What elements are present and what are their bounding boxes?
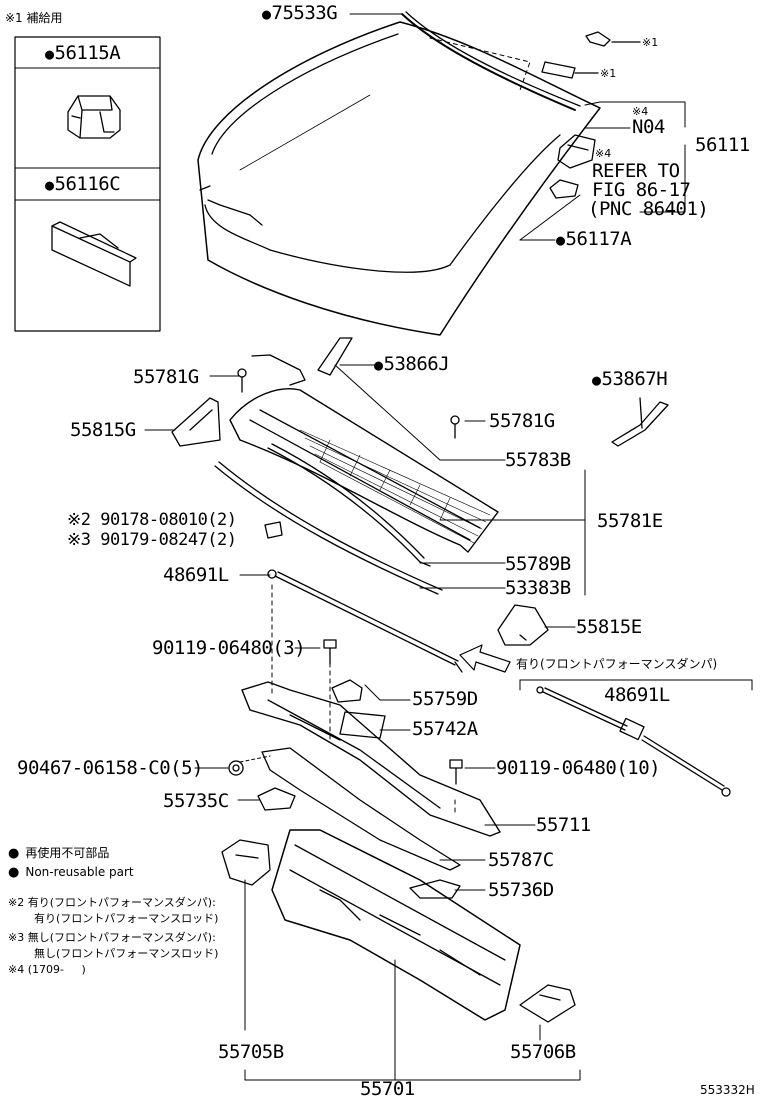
bracket-55705B-drawing — [221, 839, 271, 886]
pad-55742A-drawing — [339, 711, 386, 739]
label-55705B: 55705B — [218, 1041, 284, 1063]
figure-id: 553332H — [700, 1083, 755, 1097]
label-55706B: 55706B — [510, 1041, 576, 1063]
note-2-line1: ※2 有り(フロントパフォーマンスダンパ): — [8, 896, 216, 909]
label-55789B: 55789B — [505, 553, 571, 575]
damper-48691L-drawing — [536, 686, 731, 797]
seal-55789B-drawing — [267, 443, 431, 567]
note-2-line2: 有り(フロントパフォーマンスロッド) — [34, 912, 219, 925]
label-55759D: 55759D — [412, 688, 478, 710]
bracket-55759D-drawing — [331, 679, 363, 703]
dash-panel-55701-drawing — [271, 829, 521, 1021]
label-53867H: 53867H — [592, 370, 668, 389]
bracket-55736D-drawing — [409, 879, 461, 899]
panel-55787C-drawing — [261, 747, 461, 871]
label-N04: N04 — [632, 116, 665, 138]
rod-48691L-drawing — [267, 569, 463, 673]
clip-56115A-drawing — [67, 95, 121, 139]
label-note2: ※2 90178-08010(2) — [67, 510, 237, 530]
leader-lines — [144, 194, 753, 1081]
note-3-line1: ※3 無し(フロントパフォーマンスダンパ): — [8, 931, 216, 944]
legend-box — [14, 36, 161, 332]
label-refer-line1: REFER TO — [592, 160, 680, 182]
label-56117A: 56117A — [556, 230, 632, 249]
label-53866J: 53866J — [374, 355, 450, 374]
label-53383B: 53383B — [505, 577, 571, 599]
label-90119-10: 90119-06480(10) — [496, 757, 661, 779]
bracket-55735C-drawing — [257, 787, 296, 811]
cowl-louver-55781E-drawing — [229, 354, 499, 553]
panel-55815G-drawing — [171, 397, 221, 447]
cowl-panel-55711-drawing — [241, 681, 501, 837]
label-56111: 56111 — [695, 134, 750, 156]
label-48691L-2: 48691L — [604, 684, 670, 706]
note-reuse-en: Non-reusable part — [8, 866, 133, 879]
note-4a: ※4 — [632, 105, 649, 118]
label-90467: 90467-06158-C0(5) — [17, 757, 203, 779]
legend-header: ※1 補給用 — [5, 11, 63, 25]
strip-56116C-drawing — [51, 221, 137, 287]
seal-53866J-drawing — [317, 337, 353, 376]
label-refer-line3: (PNC 86401) — [588, 198, 709, 220]
label-75533G: 75533G — [262, 4, 338, 23]
legend-part-56115A: 56115A — [45, 44, 121, 63]
arrow-indicator — [459, 644, 511, 673]
label-note3: ※3 90179-08247(2) — [67, 530, 237, 550]
label-48691L-1: 48691L — [163, 564, 229, 586]
label-55781G-2: 55781G — [489, 410, 555, 432]
label-refer-line2: FIG 86-17 — [592, 179, 691, 201]
label-55701: 55701 — [360, 1078, 415, 1100]
windshield-glass-drawing — [197, 21, 601, 336]
clip-note1-drawing — [541, 31, 641, 79]
label-55735C: 55735C — [163, 790, 229, 812]
note-1b: ※1 — [600, 67, 617, 80]
label-55742A: 55742A — [412, 718, 478, 740]
label-90119-3: 90119-06480(3) — [152, 637, 306, 659]
note-3-line2: 無し(フロントパフォーマンスロッド) — [34, 947, 219, 960]
screw-55781G-drawing — [237, 368, 460, 439]
seal-53383B-drawing — [214, 461, 443, 595]
note-4-line: ※4 (1709- ) — [8, 963, 86, 976]
bracket-55706B-drawing — [519, 984, 576, 1023]
note-1a: ※1 — [642, 36, 659, 49]
label-55783B: 55783B — [505, 449, 571, 471]
bolt-90119-drawing — [323, 639, 463, 785]
label-55815G: 55815G — [70, 419, 136, 441]
label-55781G-1: 55781G — [133, 366, 199, 388]
label-55781E: 55781E — [597, 510, 663, 532]
note-4b: ※4 — [595, 147, 612, 160]
panel-55815E-drawing — [497, 604, 549, 646]
label-55711: 55711 — [536, 814, 591, 836]
note-reuse-jp: 再使用不可部品 — [8, 847, 109, 860]
legend-part-56116C: 56116C — [45, 175, 121, 194]
label-55815E: 55815E — [576, 616, 642, 638]
nut-90467-drawing — [228, 760, 244, 776]
clip-90178-drawing — [264, 521, 283, 539]
label-ari-damper: 有り(フロントパフォーマンスダンパ) — [516, 657, 718, 671]
bracket-N04-drawing — [549, 101, 686, 213]
clip-53867H-drawing — [611, 397, 669, 447]
label-55787C: 55787C — [488, 849, 554, 871]
label-55736D: 55736D — [488, 879, 554, 901]
molding-75533G-drawing — [349, 11, 581, 111]
